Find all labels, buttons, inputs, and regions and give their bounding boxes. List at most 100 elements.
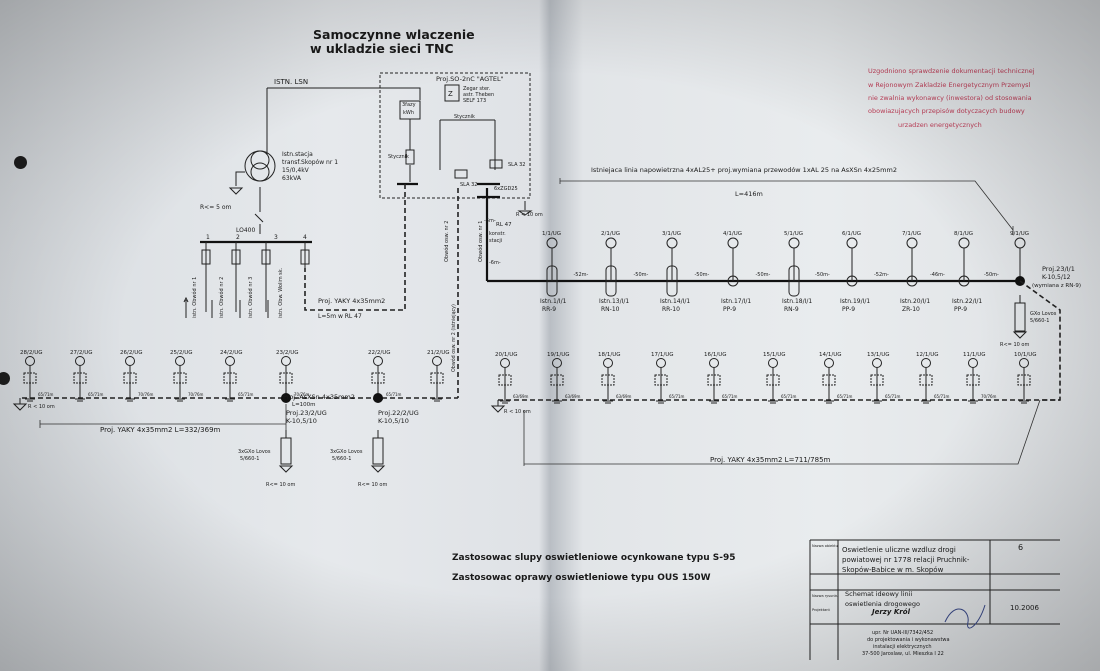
span-label: 63/69m (565, 394, 581, 399)
svg-text:Nazwa rysunku: Nazwa rysunku (812, 594, 839, 598)
lamp-icon (175, 356, 185, 366)
lamp-label: 19/1/UG (547, 352, 570, 358)
lamp-icon (1014, 237, 1026, 249)
lamp-label: 17/1/UG (651, 352, 674, 358)
svg-text:-6m-: -6m- (489, 260, 501, 266)
pole-type: PP-9 (842, 306, 855, 313)
post-base (872, 400, 882, 404)
svg-text:RL 47: RL 47 (496, 222, 512, 228)
end-pole-name: Proj.23/I/1 (1042, 265, 1075, 273)
pole-name: Istn.19/I/1 (840, 298, 870, 305)
lamp-icon (824, 358, 834, 368)
post-base (709, 400, 719, 404)
pole-type: ZR-10 (902, 306, 920, 313)
end-pole-type: K-10,5/12 (1042, 274, 1071, 281)
lamp-icon (656, 358, 666, 368)
post-base (768, 400, 778, 404)
span-label: -50m- (984, 272, 999, 278)
svg-text:R < 10 om: R < 10 om (504, 409, 531, 415)
lamp-icon (125, 356, 135, 366)
pole-type: K-10,5/10 (378, 417, 409, 425)
stamp-line: Uzgodniono sprawdzenie dokumentacji tech… (868, 67, 1035, 75)
svg-text:instalacji elektrycznych: instalacji elektrycznych (873, 644, 932, 650)
note-luminaires: Zastosowac oprawy oswietleniowe typu OUS… (452, 573, 711, 583)
sheet-number: 6 (1018, 543, 1023, 552)
svg-text:3: 3 (274, 234, 278, 241)
lamp-label: 20/1/UG (495, 352, 518, 358)
span-label: -50m- (634, 272, 649, 278)
svg-text:R<= 10 om: R<= 10 om (1000, 342, 1029, 348)
svg-text:Obwód osw. nr 1: Obwód osw. nr 1 (477, 221, 484, 263)
fuse-box-icon (822, 374, 836, 386)
lamp-label: 5/1/UG (784, 231, 803, 237)
fuse-box-icon (601, 374, 615, 386)
fuse-box-icon (173, 372, 187, 384)
left-circuit: 28/2/UG65/71m27/2/UG65/71m26/2/UG70/76m2… (12, 350, 458, 488)
left-cable-label: Proj. YAKY 4x35mm2 L=332/369m (100, 426, 221, 434)
lamp-icon (958, 237, 970, 249)
fuse-box-icon (430, 372, 444, 384)
svg-text:L=5m w RL 47: L=5m w RL 47 (318, 313, 362, 320)
span-label: 65/71m (238, 392, 254, 397)
lamp-icon (1019, 358, 1029, 368)
lamp-icon (500, 358, 510, 368)
span-label: 70/76m (981, 394, 997, 399)
svg-text:astr. Theben: astr. Theben (463, 92, 494, 98)
stamp-line: urzadzen energetycznych (898, 121, 982, 129)
right-cable-label: Proj. YAKY 4x35mm2 L=711/785m (710, 456, 831, 464)
concrete-pole-icon (281, 393, 291, 403)
svg-text:Istn.stacja: Istn.stacja (282, 151, 313, 158)
span-label: 65/71m (88, 392, 104, 397)
lamp-label: 15/1/UG (763, 352, 786, 358)
supply-station: ISTN. LSN Istn.stacja transf.Skopów nr 1… (183, 78, 338, 318)
svg-text:63kVA: 63kVA (282, 175, 302, 182)
lamp-label: 12/1/UG (916, 352, 939, 358)
post-base (656, 400, 666, 404)
svg-text:SLA 32: SLA 32 (508, 162, 525, 168)
switchgear-label: LO400 (236, 227, 255, 234)
svg-text:Schemat ideowy linii: Schemat ideowy linii (845, 590, 912, 598)
pole-name: Istn.17/I/1 (721, 298, 751, 305)
title-line-1: Samoczynne wlaczenie (313, 27, 475, 42)
lamp-icon (552, 358, 562, 368)
lamp-icon (872, 358, 882, 368)
overhead-label: Istniejaca linia napowietrzna 4xAL25+ pr… (591, 166, 897, 174)
lamp-icon (546, 237, 558, 249)
fuse-box-icon (550, 374, 564, 386)
svg-text:Zegar ster.: Zegar ster. (463, 86, 491, 92)
svg-text:1: 1 (206, 234, 210, 241)
post-base (921, 400, 931, 404)
approval-stamp: Uzgodniono sprawdzenie dokumentacji tech… (868, 67, 1035, 129)
air-line-label: Proj. AsXSn 4x35mm2 (283, 393, 355, 401)
lsn-label: ISTN. LSN (274, 78, 308, 86)
pole-icon (958, 275, 970, 287)
svg-text:Stycznik: Stycznik (388, 154, 409, 160)
pole-name: Proj.22/2/UG (378, 409, 419, 417)
earth-r-label: R<= 10 om (266, 482, 295, 488)
earth-r-label: R<= 10 om (358, 482, 387, 488)
svg-text:powiatowej nr 1778 relacji Pru: powiatowej nr 1778 relacji Pruchnik- (842, 556, 970, 564)
span-label: 65/71m (781, 394, 797, 399)
lamp-label: 18/1/UG (598, 352, 621, 358)
post-base (968, 400, 978, 404)
lamp-label: 21/2/UG (427, 350, 450, 356)
lamp-label: 7/1/UG (902, 231, 921, 237)
fuse-box-icon (870, 374, 884, 386)
span-label: 65/71m (934, 394, 950, 399)
svg-text:Proj. YAKY 4x35mm2: Proj. YAKY 4x35mm2 (318, 297, 385, 305)
pole-icon (906, 275, 918, 287)
overhead-length: L=416m (735, 190, 763, 198)
author-name: Jerzy Król (870, 608, 911, 616)
earth-icon (228, 187, 244, 195)
svg-text:istn. Obwód nr 1: istn. Obwód nr 1 (191, 277, 198, 318)
span-label: 65/71m (837, 394, 853, 399)
lamp-label: 27/2/UG (70, 350, 93, 356)
lamp-icon (75, 356, 85, 366)
transformer-winding (250, 162, 270, 182)
fuse-box-icon (123, 372, 137, 384)
pole-name: Istn.18/I/1 (782, 298, 812, 305)
svg-text:stacji: stacji (489, 238, 502, 244)
lamp-icon (432, 356, 442, 366)
fuse-box-icon (498, 374, 512, 386)
